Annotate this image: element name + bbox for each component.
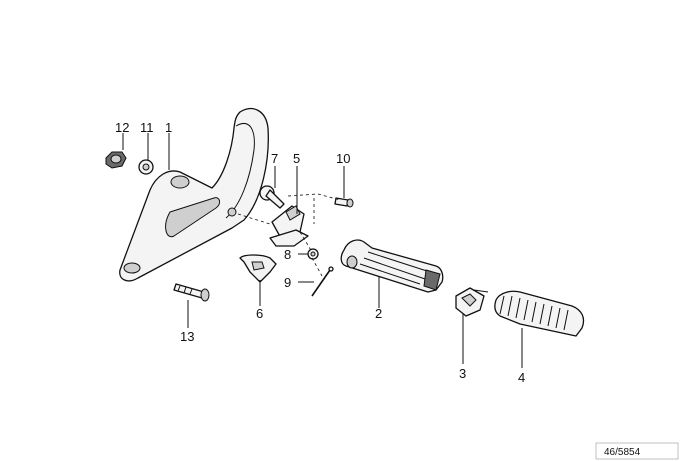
part-13-bolt (173, 283, 210, 302)
callout-12: 12 (115, 120, 129, 135)
part-10-screw (334, 197, 354, 208)
callout-3: 3 (459, 366, 466, 381)
part-2-footpeg (340, 239, 444, 293)
part-6-bracket (239, 254, 277, 283)
callout-4: 4 (518, 370, 525, 385)
pivot-plate (269, 229, 309, 247)
callout-8: 8 (284, 247, 291, 262)
diagram-reference: 46/5854 (595, 442, 679, 460)
part-12-nut (105, 151, 127, 169)
diagram-reference-number: 46/5854 (604, 447, 641, 458)
part-7-pin (259, 185, 285, 209)
callout-6: 6 (256, 306, 263, 321)
callout-2: 2 (375, 306, 382, 321)
part-3-clip (455, 287, 489, 317)
callout-5: 5 (293, 151, 300, 166)
part-1-footrest-bracket (119, 107, 269, 282)
callout-10: 10 (336, 151, 350, 166)
leader-lines (122, 133, 523, 368)
callout-11: 11 (140, 120, 154, 135)
callout-7: 7 (271, 151, 278, 166)
callout-9: 9 (284, 275, 291, 290)
part-4-footpeg-rubber (494, 290, 585, 337)
callout-1: 1 (165, 120, 172, 135)
part-11-washer (138, 159, 154, 175)
part-8-washer (307, 248, 319, 260)
callout-13: 13 (180, 329, 194, 344)
part-9-pin (311, 266, 334, 297)
